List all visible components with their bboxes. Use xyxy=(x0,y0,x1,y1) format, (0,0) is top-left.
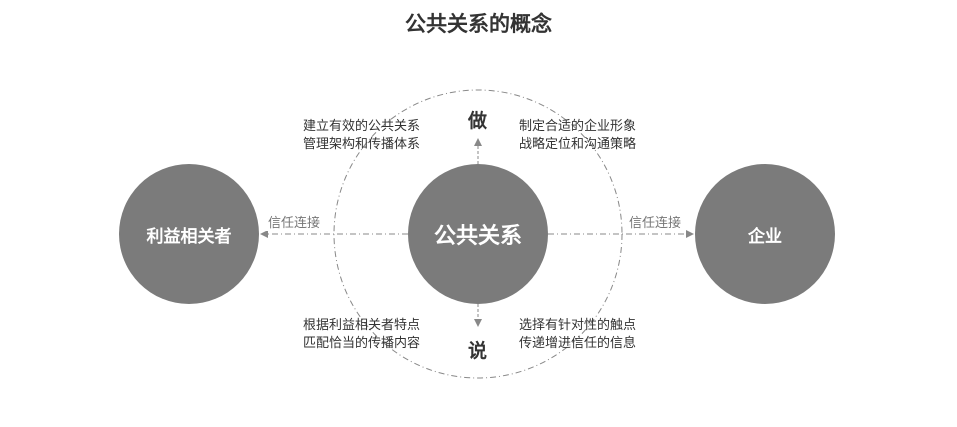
note-bottom-left: 根据利益相关者特点 匹配恰当的传播内容 xyxy=(303,317,420,353)
link-label-left: 信任连接 xyxy=(266,212,323,231)
action-do: 做 xyxy=(468,110,488,132)
node-stakeholders: 利益相关者 xyxy=(119,164,259,304)
arrow-down-icon xyxy=(474,319,482,327)
note-top-left-line2: 管理架构和传播体系 xyxy=(303,137,421,152)
note-top-right-line2: 战略定位和沟通策略 xyxy=(519,137,637,152)
diagram-title: 公共关系的概念 xyxy=(405,12,552,36)
arrow-left-icon xyxy=(260,230,268,238)
node-enterprise: 企业 xyxy=(695,164,835,304)
note-bottom-right: 选择有针对性的触点 传递增进信任的信息 xyxy=(519,317,636,353)
node-public-relations: 公共关系 xyxy=(408,164,548,304)
link-label-right: 信任连接 xyxy=(627,212,684,231)
note-top-right: 制定合适的企业形象 战略定位和沟通策略 xyxy=(519,118,636,154)
note-bottom-right-line1: 选择有针对性的触点 xyxy=(519,318,637,333)
action-say: 说 xyxy=(468,340,488,362)
note-bottom-left-line1: 根据利益相关者特点 xyxy=(303,318,421,333)
arrow-right-icon xyxy=(686,230,694,238)
note-bottom-right-line2: 传递增进信任的信息 xyxy=(519,336,637,351)
note-bottom-left-line2: 匹配恰当的传播内容 xyxy=(303,336,421,351)
note-top-right-line1: 制定合适的企业形象 xyxy=(519,119,637,134)
arrow-up-icon xyxy=(474,138,482,146)
note-top-left: 建立有效的公共关系 管理架构和传播体系 xyxy=(303,118,420,154)
note-top-left-line1: 建立有效的公共关系 xyxy=(303,119,421,134)
